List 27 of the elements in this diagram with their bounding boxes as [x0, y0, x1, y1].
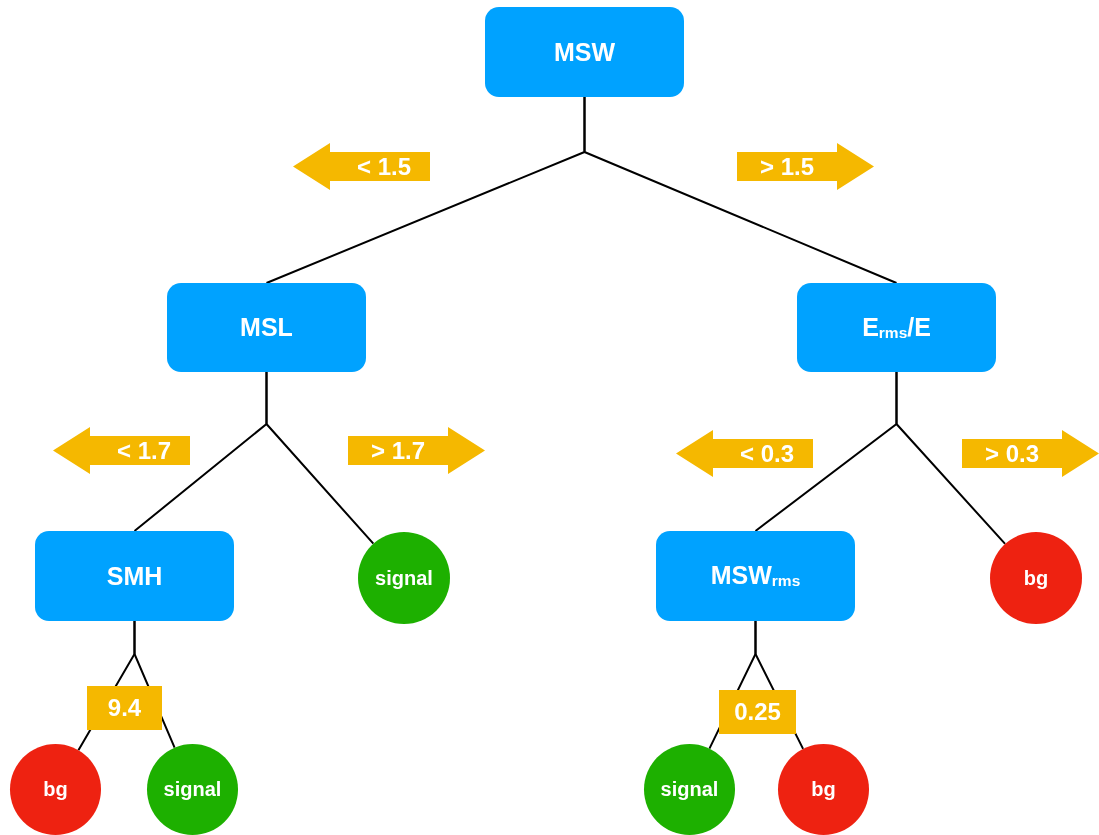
node-label: bg: [1023, 566, 1049, 590]
decision-box: [797, 283, 996, 372]
decision-box: [167, 283, 366, 372]
tree-branch-line: [583, 96, 898, 284]
decision-box: [35, 531, 234, 621]
decision-box: [485, 7, 684, 97]
node-label: MSW: [553, 37, 616, 67]
node-label: bg: [811, 778, 836, 801]
threshold-label: > 0.3: [985, 439, 1039, 468]
node-label: MSW$_{rms}$: [710, 561, 801, 591]
decision-box: [656, 531, 855, 621]
node-label: signal: [375, 566, 433, 590]
threshold-label: < 0.3: [740, 439, 794, 468]
threshold-label: < 1.7: [117, 436, 171, 465]
threshold-label: 9.4: [107, 694, 142, 722]
threshold-label: > 1.5: [760, 152, 814, 181]
node-label: E$_{rms}$/E: [862, 312, 931, 343]
threshold-label: 0.25: [734, 698, 781, 726]
tree-branch-line: [895, 371, 1007, 545]
node-label: signal: [660, 778, 719, 801]
threshold-label: < 1.5: [357, 152, 411, 181]
node-label: SMH: [106, 561, 163, 591]
node-label: bg: [43, 778, 68, 801]
tree-branch-line: [265, 371, 375, 545]
node-label: MSL: [240, 313, 293, 342]
threshold-label: > 1.7: [371, 436, 425, 465]
node-label: signal: [163, 778, 222, 801]
